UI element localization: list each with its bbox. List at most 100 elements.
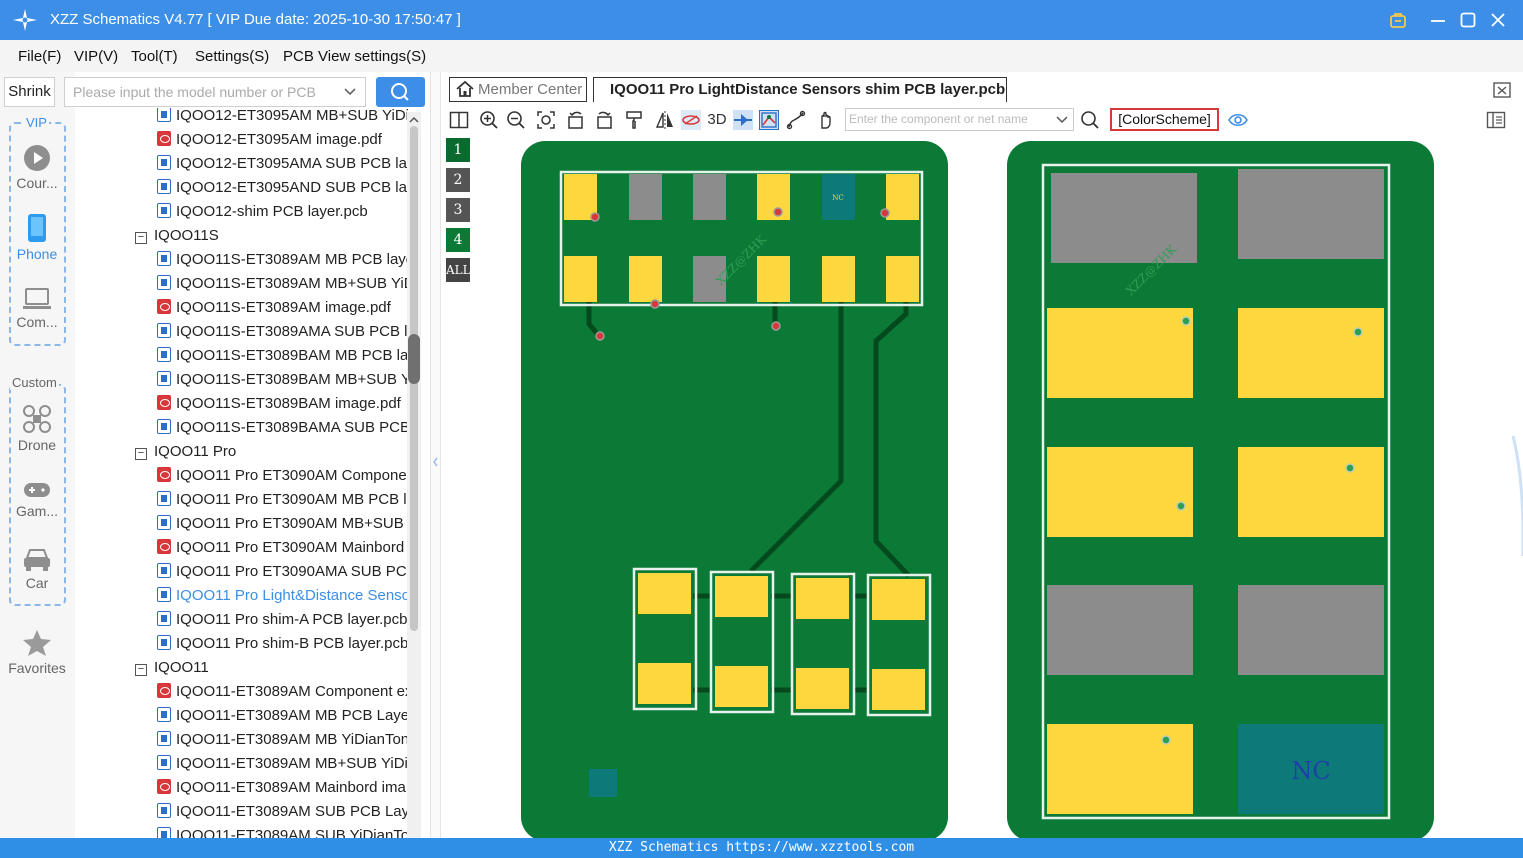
collapse-left-icon[interactable]	[431, 452, 440, 472]
tree-item-label: IQOO11 Pro ET3090AM MB+SUB Y	[176, 515, 418, 532]
close-button[interactable]	[1486, 8, 1510, 32]
pan-hand-icon[interactable]	[816, 110, 836, 130]
category-game[interactable]: Gam...	[4, 480, 70, 519]
pane-splitter[interactable]	[430, 72, 441, 838]
pcb-canvas[interactable]: NC XZZ@ZHK	[441, 136, 1523, 841]
tree-item[interactable]: IQOO11S-ET3089BAM image.pdf	[157, 392, 401, 416]
model-search-input[interactable]: Please input the model number or PCB	[64, 77, 366, 107]
menu-tool[interactable]: Tool(T)	[131, 48, 178, 65]
shrink-button[interactable]: Shrink	[4, 77, 55, 107]
collapse-right-handle[interactable]	[1511, 435, 1523, 556]
tree-item[interactable]: IQOO11S-ET3089AM MB PCB layer	[157, 248, 419, 272]
tree-item[interactable]: IQOO11-ET3089AM MB+SUB YiDia	[157, 752, 416, 776]
close-tab-icon[interactable]	[1492, 80, 1512, 100]
split-view-icon[interactable]	[449, 110, 469, 130]
tree-item[interactable]: IQOO11S-ET3089BAM MB+SUB Yi	[157, 368, 414, 392]
component-outlines-bottom	[632, 567, 932, 717]
tree-item[interactable]: IQOO11 Pro ET3090AM Mainbord	[157, 536, 404, 560]
category-course[interactable]: Cour...	[4, 144, 70, 191]
tree-item[interactable]: IQOO12-ET3095AM image.pdf	[157, 128, 382, 152]
tree-item[interactable]: IQOO11S-ET3089AM MB+SUB YiD	[157, 272, 415, 296]
net-overlay-icon[interactable]	[759, 110, 779, 130]
tree-item[interactable]: IQOO12-shim PCB layer.pcb	[157, 200, 368, 224]
tree-item[interactable]: IQOO11 Pro shim-B PCB layer.pcb	[157, 632, 408, 656]
minimize-button[interactable]	[1426, 8, 1450, 32]
category-computer[interactable]: Com...	[4, 287, 70, 330]
tree-item[interactable]: IQOO12-ET3095AM MB+SUB YiDia	[157, 108, 417, 128]
pcb-drawing[interactable]: NC XZZ@ZHK	[441, 136, 1523, 841]
chevron-down-icon[interactable]	[343, 78, 357, 106]
tree-item[interactable]: IQOO11S-ET3089BAM MB PCB laye	[157, 344, 420, 368]
category-car[interactable]: Car	[4, 546, 70, 591]
tab-active-pcb-file[interactable]: IQOO11 Pro LightDistance Sensors shim PC…	[593, 77, 1007, 102]
maximize-button[interactable]	[1456, 8, 1480, 32]
pcb-file-icon	[157, 803, 171, 818]
tree-item[interactable]: IQOO11 Pro ET3090AM MB PCB la	[157, 488, 415, 512]
chevron-down-icon[interactable]	[1055, 109, 1069, 130]
tree-item[interactable]: IQOO11-ET3089AM SUB YiDianTor	[157, 824, 414, 838]
tree-item[interactable]: IQOO12-ET3095AND SUB PCB laye	[157, 176, 420, 200]
tree-folder[interactable]: −IQOO11 Pro	[135, 440, 236, 464]
collapse-icon[interactable]: −	[135, 232, 147, 244]
tree-item[interactable]: IQOO11 Pro ET3090AM MB+SUB Y	[157, 512, 418, 536]
tree-item[interactable]: IQOO12-ET3095AMA SUB PCB laye	[157, 152, 420, 176]
menu-vip[interactable]: VIP(V)	[74, 48, 119, 65]
layer-1-button[interactable]: 1	[446, 138, 470, 162]
fit-view-icon[interactable]	[536, 110, 556, 130]
zoom-out-icon[interactable]	[506, 110, 526, 130]
probe-icon[interactable]	[733, 110, 753, 130]
category-phone[interactable]: Phone	[4, 213, 70, 262]
tree-item[interactable]: IQOO11 Pro shim-A PCB layer.pcb	[157, 608, 407, 632]
component-search-input[interactable]: Enter the component or net name	[845, 108, 1074, 131]
category-drone[interactable]: Drone	[4, 404, 70, 453]
tree-item-selected[interactable]: IQOO11 Pro Light&Distance Senso	[157, 584, 410, 608]
trace-route-icon[interactable]	[786, 110, 806, 130]
collapse-icon[interactable]: −	[135, 664, 147, 676]
tree-item-label: IQOO11 Pro ET3090AM Componer	[176, 467, 412, 484]
tree-folder[interactable]: −IQOO11S	[135, 224, 219, 248]
highlight-net-icon[interactable]	[681, 110, 701, 130]
category-favorites[interactable]: Favorites	[4, 629, 70, 676]
tab-member-center[interactable]: Member Center	[449, 77, 587, 102]
tree-item[interactable]: IQOO11 Pro ET3090AMA SUB PCB	[157, 560, 417, 584]
scroll-up-icon[interactable]	[407, 114, 421, 126]
rotate-left-icon[interactable]	[566, 110, 586, 130]
3d-view-button[interactable]: 3D	[707, 111, 727, 128]
tree-item[interactable]: IQOO11 Pro ET3090AM Componer	[157, 464, 412, 488]
tree-item[interactable]: IQOO11-ET3089AM Mainbord ima	[157, 776, 406, 800]
pcb-file-icon	[157, 827, 171, 838]
layer-4-button[interactable]: 4	[446, 228, 470, 252]
tree-item-label: IQOO11 Pro Light&Distance Senso	[176, 587, 411, 604]
layer-all-button[interactable]: ALL	[446, 258, 471, 282]
category-course-label: Cour...	[16, 175, 58, 191]
layer-2-button[interactable]: 2	[446, 168, 470, 192]
tree-item[interactable]: IQOO11-ET3089AM MB YiDianTon	[157, 728, 409, 752]
tree-item[interactable]: IQOO11S-ET3089AMA SUB PCB lay	[157, 320, 420, 344]
component-search-icon[interactable]	[1080, 110, 1100, 130]
mirror-icon[interactable]	[655, 110, 675, 130]
tree-scrollbar[interactable]	[407, 112, 421, 838]
vip-bag-icon[interactable]	[1386, 8, 1410, 32]
menu-pcb-view-settings[interactable]: PCB View settings(S)	[283, 48, 427, 65]
collapse-icon[interactable]: −	[135, 448, 147, 460]
tree-item[interactable]: IQOO11-ET3089AM Component ex	[157, 680, 413, 704]
tree-item-label: IQOO11S-ET3089AM MB PCB layer	[176, 251, 420, 268]
menu-file[interactable]: File(F)	[18, 48, 62, 65]
tree-item[interactable]: IQOO11-ET3089AM MB PCB Layer.	[157, 704, 417, 728]
tree-folder[interactable]: −IQOO11	[135, 656, 209, 680]
rotate-right-icon[interactable]	[594, 110, 614, 130]
menu-settings[interactable]: Settings(S)	[195, 48, 270, 65]
tree-item[interactable]: IQOO11S-ET3089AM image.pdf	[157, 296, 391, 320]
zoom-in-icon[interactable]	[479, 110, 499, 130]
pcb-file-icon	[157, 179, 171, 194]
tree-item-label: IQOO11 Pro ET3090AMA SUB PCB	[176, 563, 417, 580]
format-brush-icon[interactable]	[624, 110, 644, 130]
eye-icon[interactable]	[1228, 110, 1248, 130]
color-scheme-button[interactable]: [ColorScheme]	[1110, 108, 1219, 131]
tree-scrollbar-thumb[interactable]	[408, 334, 420, 384]
search-button[interactable]	[376, 77, 425, 107]
layer-3-button[interactable]: 3	[446, 198, 470, 222]
tree-item[interactable]: IQOO11-ET3089AM SUB PCB Layer	[157, 800, 420, 824]
side-panel-toggle-icon[interactable]	[1486, 110, 1506, 130]
tree-item[interactable]: IQOO11S-ET3089BAMA SUB PCB la	[157, 416, 420, 440]
